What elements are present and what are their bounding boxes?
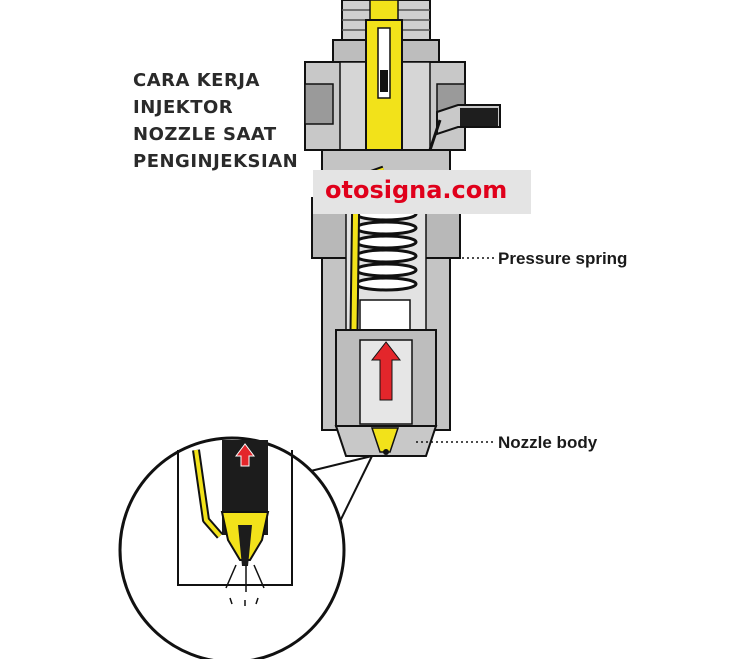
caption-line-3: NOZZLE SAAT: [133, 124, 277, 145]
spring-coil: [354, 262, 418, 278]
spring-coil: [354, 248, 418, 264]
spring-coil: [354, 234, 418, 250]
watermark-text: otosigna.com: [325, 176, 508, 204]
caption-line-4: PENGINJEKSIAN: [133, 151, 299, 172]
pressure-spring-label: Pressure spring: [498, 249, 628, 268]
needle-lift-arrow: [370, 341, 402, 401]
caption-line-1: CARA KERJA: [133, 70, 260, 91]
watermark-badge: otosigna.com: [313, 170, 531, 214]
spring-coil: [354, 276, 418, 292]
nozzle-detail-inset: [118, 436, 346, 664]
spring-coil: [354, 220, 418, 236]
caption-line-2: INJEKTOR: [133, 97, 234, 118]
nozzle-body-label: Nozzle body: [498, 433, 598, 452]
fuel-passage: [365, 19, 404, 173]
nozzle-lower-body: [334, 329, 438, 457]
callout-leaders: [416, 257, 494, 443]
